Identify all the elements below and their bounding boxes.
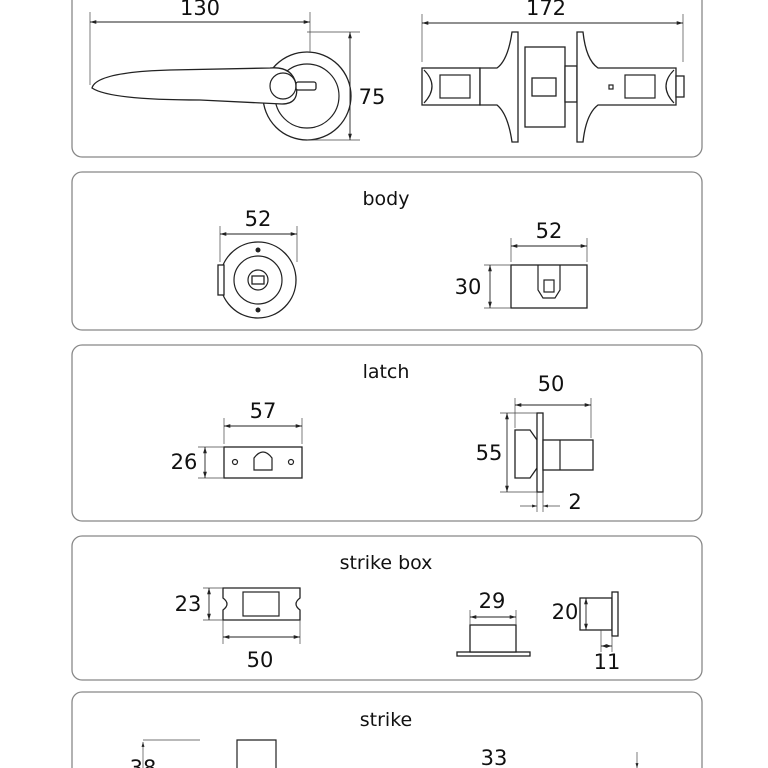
rose-height-label: 75 xyxy=(359,85,386,109)
body-front-width-label: 52 xyxy=(245,207,272,231)
strike-panel: strike 38 33 xyxy=(71,691,703,768)
body-title: body xyxy=(363,188,410,210)
strike-height-label: 38 xyxy=(130,756,157,768)
strike-box-side-depth-label: 11 xyxy=(594,650,621,674)
latch-height-label: 55 xyxy=(476,441,503,465)
latch-plate-thickness-label: 2 xyxy=(568,490,581,514)
strike-box-panel: strike box 23 50 29 20 11 xyxy=(71,535,703,681)
strike-box-title: strike box xyxy=(340,552,433,574)
strike-title: strike xyxy=(360,709,412,731)
overview-panel: 130 75 172 xyxy=(71,0,703,158)
strike-box-height-label: 23 xyxy=(175,592,202,616)
latch-depth-label: 50 xyxy=(538,372,565,396)
lever-side-view: 172 xyxy=(421,0,685,143)
latch-title: latch xyxy=(363,361,410,383)
latch-panel: latch 57 26 50 55 2 xyxy=(71,344,703,522)
body-side-width-label: 52 xyxy=(536,219,563,243)
body-panel: body 52 52 30 xyxy=(71,171,703,331)
strike-width-label: 33 xyxy=(481,746,508,768)
lever-front-view: 130 75 xyxy=(89,0,386,141)
latch-plate-height-label: 26 xyxy=(171,450,198,474)
strike-box-top-width-label: 29 xyxy=(479,589,506,613)
handle-length-label: 130 xyxy=(180,0,220,20)
strike-box-side-height-label: 20 xyxy=(552,600,579,624)
total-width-label: 172 xyxy=(526,0,566,20)
strike-box-width-label: 50 xyxy=(247,648,274,672)
latch-plate-width-label: 57 xyxy=(250,399,277,423)
body-side-height-label: 30 xyxy=(455,275,482,299)
